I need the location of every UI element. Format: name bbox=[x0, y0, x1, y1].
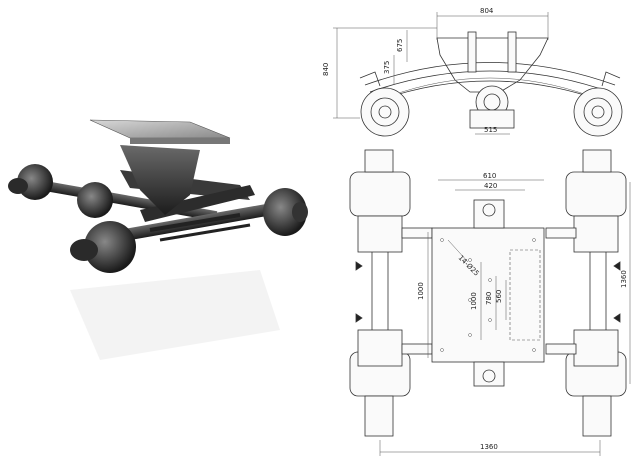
dim-bottom-width: 1360 bbox=[480, 443, 498, 451]
dim-front-small-a: 675 bbox=[396, 39, 404, 52]
dim-plate-width-1: 610 bbox=[483, 172, 496, 180]
dim-front-height: 840 bbox=[322, 63, 330, 76]
top-view-drawing: 610 420 14-Ø25 1000 1000 780 560 1360 13… bbox=[349, 149, 631, 456]
dim-mid-height-2: 780 bbox=[485, 292, 493, 305]
dim-plate-height: 1000 bbox=[417, 282, 425, 300]
dim-front-top: 804 bbox=[480, 7, 494, 15]
dim-mid-height-1: 1000 bbox=[470, 292, 478, 310]
dim-right-height: 1360 bbox=[620, 270, 628, 288]
bogie-suspension-photo bbox=[8, 119, 308, 360]
dim-front-small-b: 375 bbox=[383, 61, 391, 74]
dim-front-bottom: 515 bbox=[484, 126, 497, 134]
dim-plate-width-2: 420 bbox=[484, 182, 497, 190]
technical-drawing: 804 840 675 375 515 bbox=[322, 7, 631, 456]
front-view-drawing: 804 840 675 375 515 bbox=[322, 7, 623, 137]
dim-mid-height-3: 560 bbox=[495, 290, 503, 303]
